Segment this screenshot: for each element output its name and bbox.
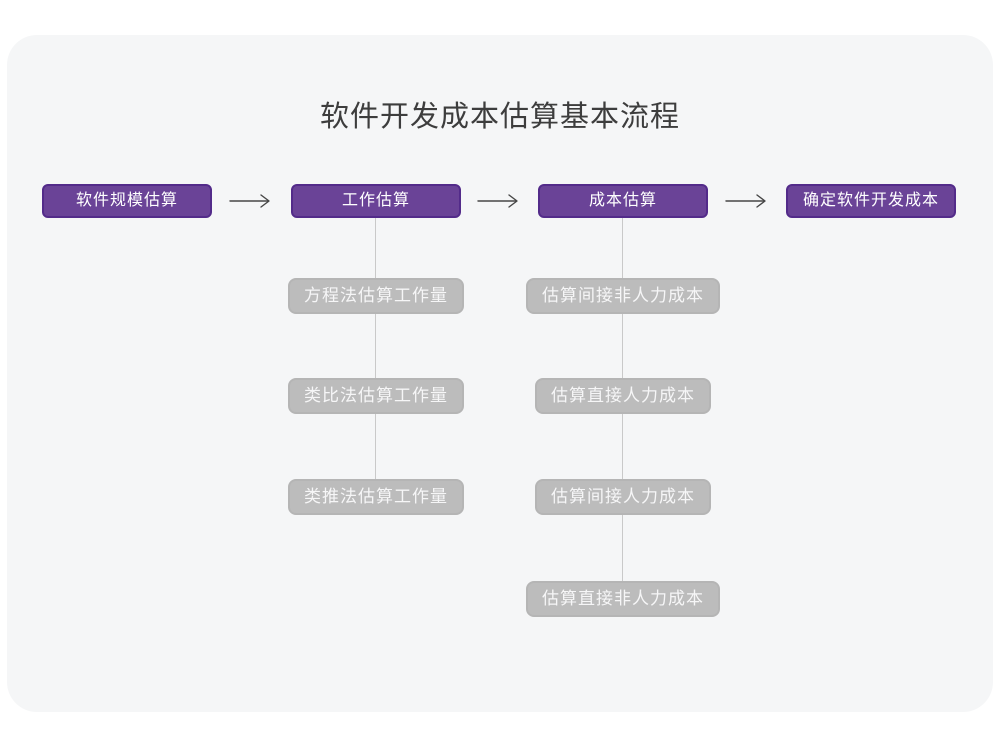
step-box-work-estimation: 工作估算: [291, 184, 461, 218]
substep-box-indirect-non-labor-cost: 估算间接非人力成本: [526, 278, 720, 314]
flow-arrow-icon: [229, 194, 270, 208]
step-box-determine-development-cost: 确定软件开发成本: [786, 184, 956, 218]
substep-box-direct-non-labor-cost: 估算直接非人力成本: [526, 581, 720, 617]
flow-arrow-icon: [725, 194, 766, 208]
flowchart-card: 软件开发成本估算基本流程 软件规模估算 工作估算 成本估算 确定软件开发成本 方…: [7, 35, 993, 712]
substep-box-extrapolation-method: 类推法估算工作量: [288, 479, 464, 515]
substep-box-analogy-method: 类比法估算工作量: [288, 378, 464, 414]
flow-arrow-icon: [477, 194, 518, 208]
substep-box-equation-method: 方程法估算工作量: [288, 278, 464, 314]
diagram-title: 软件开发成本估算基本流程: [319, 101, 680, 133]
step-box-cost-estimation: 成本估算: [538, 184, 708, 218]
connector-line-work-column: [375, 218, 376, 498]
substep-box-indirect-labor-cost: 估算间接人力成本: [535, 479, 711, 515]
substep-box-direct-labor-cost: 估算直接人力成本: [535, 378, 711, 414]
step-box-software-scale-estimation: 软件规模估算: [42, 184, 212, 218]
